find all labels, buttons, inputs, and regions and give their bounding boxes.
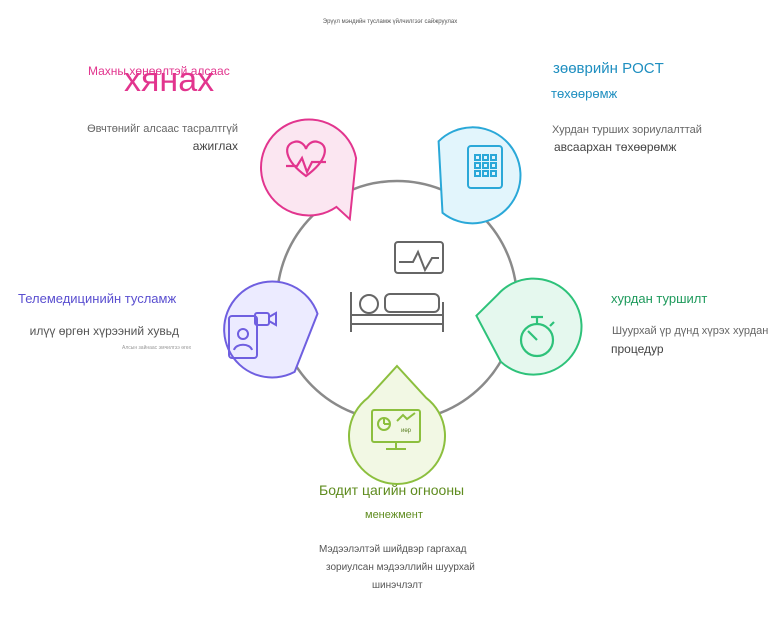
realtime-title-line-1: Бодит цагийн огнооны — [319, 482, 465, 498]
dashboard-monitor-icon — [371, 409, 421, 450]
telemed-desc: илүү өргөн хүрээний хувьд — [29, 324, 179, 338]
poct-title-line-1: зөөврийн POCT — [553, 60, 664, 77]
rapid-desc-line-2: процедур — [611, 342, 664, 356]
monitoring-desc-line-1: Өвчтөнийг алсаас тасралтгүй — [87, 123, 238, 135]
telemed-drop-shape — [223, 280, 319, 379]
poct-desc-line-2: авсаархан төхөөрөмж — [554, 140, 677, 154]
realtime-desc-line-1: Мэдээлэлтэй шийдвэр гаргахад — [319, 544, 467, 555]
telemed-note: Алсын зайнаас эмчилгээ өгөх — [122, 345, 192, 351]
monitoring-desc-line-2: ажиглах — [192, 139, 238, 153]
rapid-desc-line-1: Шуурхай үр дүнд хүрэх хурдан — [612, 325, 769, 337]
diagram-subtitle: Эрүүл мэндийн тусламж үйлчилгээг сайжруу… — [322, 19, 458, 25]
realtime-title-line-2: менежмент — [365, 509, 423, 521]
node-rapid-testing — [475, 277, 583, 376]
poct-title-line-2: төхөөрөмж — [551, 86, 618, 101]
rapid-title: хурдан туршилт — [611, 291, 708, 306]
dashboard-icon-label: иөр — [401, 428, 412, 434]
realtime-desc-line-3: шинэчлэлт — [372, 580, 423, 591]
stopwatch-icon — [519, 315, 555, 358]
monitoring-title: хянах — [124, 61, 215, 99]
node-poct-device — [437, 126, 522, 225]
heart-pulse-icon — [286, 140, 326, 178]
poct-desc-line-1: Хурдан турших зориулалттай — [552, 124, 702, 136]
monitoring-title-overlay: Махны хөнөөлтэй алсаас — [88, 64, 230, 78]
realtime-drop-shape — [348, 364, 446, 485]
hospital-bed-icon — [350, 292, 444, 332]
video-call-phone-icon — [228, 311, 277, 359]
heart-monitor-icon — [394, 241, 444, 274]
node-telemedicine — [223, 280, 319, 379]
telemed-title: Телемедицинийн тусламж — [18, 291, 177, 306]
node-realtime-management: иөр — [348, 364, 446, 485]
test-panel-icon — [467, 145, 503, 189]
realtime-desc-line-2: зориулсан мэдээллийн шуурхай — [326, 562, 475, 573]
node-remote-monitoring — [260, 118, 358, 222]
